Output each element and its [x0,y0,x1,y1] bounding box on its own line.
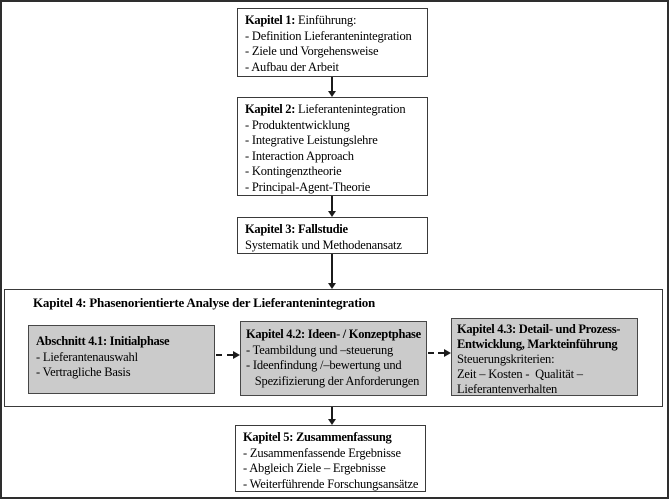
arrowhead-down-icon [328,419,336,425]
box-kapitel-1-title-bold: Kapitel 1: [245,13,296,27]
box-kapitel-3-title: Kapitel 3: Fallstudie [245,222,423,238]
box-kapitel-2-title-rest: Lieferantenintegration [295,102,406,116]
box-kapitel-4-3-title-bold: Kapitel 4.3: Detail- und Prozess- Entwic… [457,322,621,351]
box-abschnitt-4-1-title: Abschnitt 4.1: Initialphase [36,334,210,350]
box-kapitel-3: Kapitel 3: Fallstudie Systematik und Met… [237,217,428,254]
box-abschnitt-4-1-items: - Lieferantenauswahl - Vertragliche Basi… [36,349,138,380]
box-kapitel-5-title: Kapitel 5: Zusammenfassung [243,430,421,446]
box-kapitel-4-2-title: Kapitel 4.2: Ideen- / Konzeptphase [246,327,422,343]
arrow-abschnitt41-to-kapitel42 [216,351,240,359]
arrowhead-right-icon [233,351,240,359]
arrow-kapitel3-to-kapitel4 [328,254,336,289]
box-kapitel-2: Kapitel 2: Lieferantenintegration - Prod… [237,97,428,196]
box-kapitel-5: Kapitel 5: Zusammenfassung - Zusammenfas… [235,425,426,492]
box-abschnitt-4-1: Abschnitt 4.1: Initialphase - Lieferante… [28,325,215,394]
arrow-kapitel2-to-kapitel3 [328,196,336,217]
arrow-kapitel42-to-kapitel43 [428,349,451,357]
box-kapitel-4-2-title-bold: Kapitel 4.2: Ideen- / Konzeptphase [246,327,421,341]
box-kapitel-4-2: Kapitel 4.2: Ideen- / Konzeptphase - Tea… [240,321,427,396]
box-kapitel-3-title-bold: Kapitel 3: Fallstudie [245,222,348,236]
box-kapitel-1-title-rest: Einführung: [295,13,357,27]
box-kapitel-2-title-bold: Kapitel 2: [245,102,296,116]
arrow-kapitel1-to-kapitel2 [328,77,336,97]
box-kapitel-2-title: Kapitel 2: Lieferantenintegration [245,102,423,118]
box-kapitel-1: Kapitel 1: Einführung: - Definition Lief… [237,8,428,77]
box-kapitel-3-items: Systematik und Methodenansatz [245,237,402,252]
arrow-kapitel4-to-kapitel5 [328,407,336,425]
arrowhead-down-icon [328,283,336,289]
arrowhead-right-icon [444,349,451,357]
box-kapitel-4-3-items: Steuerungskriterien: Zeit – Kosten - Qua… [457,352,583,396]
box-kapitel-1-title: Kapitel 1: Einführung: [245,13,423,29]
box-kapitel-2-items: - Produktentwicklung - Integrative Leist… [245,117,378,194]
arrowhead-down-icon [328,91,336,97]
box-kapitel-4-2-items: - Teambildung und –steuerung - Ideenfind… [246,342,420,388]
box-kapitel-5-title-bold: Kapitel 5: Zusammenfassung [243,430,392,444]
box-kapitel-4-heading: Kapitel 4: Phasenorientierte Analyse der… [33,295,376,310]
box-abschnitt-4-1-title-bold: Abschnitt 4.1: Initialphase [36,334,170,348]
box-kapitel-4-3-title: Kapitel 4.3: Detail- und Prozess- Entwic… [457,322,633,352]
arrowhead-down-icon [328,211,336,217]
box-kapitel-5-items: - Zusammenfassende Ergebnisse - Abgleich… [243,445,419,491]
box-kapitel-1-items: - Definition Lieferantenintegration - Zi… [245,28,412,74]
box-kapitel-4-3: Kapitel 4.3: Detail- und Prozess- Entwic… [451,318,638,396]
